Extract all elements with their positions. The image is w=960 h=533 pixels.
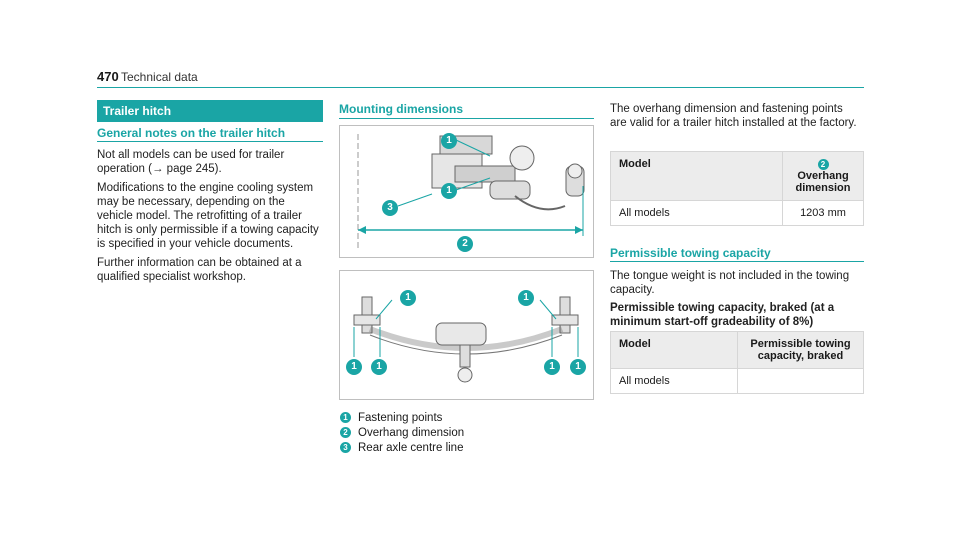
col-model-header: Model <box>610 151 783 201</box>
badge-fastening-point: 1 <box>400 290 416 306</box>
left-body: Not all models can be used for trailer o… <box>97 148 323 289</box>
towing-title: Permissible towing capacity <box>610 246 771 260</box>
overhang-intro: The overhang dimension and fastening poi… <box>610 103 857 129</box>
mounting-rule <box>339 118 594 119</box>
legend-label: Fastening points <box>358 412 443 424</box>
badge-fastening-point: 1 <box>544 359 560 375</box>
subsection-title: General notes on the trailer hitch <box>97 126 286 140</box>
side-view-figure: 1 1 3 2 <box>339 125 594 258</box>
paragraph: Modifications to the engine cooling syst… <box>97 182 319 250</box>
legend-label: Rear axle centre line <box>358 442 464 454</box>
col-towing-header: Permissible towing capacity, braked <box>737 331 864 369</box>
col-overhang-header-text: Overhang dimension <box>795 170 851 194</box>
subsection-rule <box>97 141 323 142</box>
cell-model: All models <box>610 368 738 394</box>
towing-table: Model Permissible towing capacity, brake… <box>610 331 864 394</box>
badge-fastening-point: 1 <box>441 183 457 199</box>
badge-rear-axle: 3 <box>382 200 398 216</box>
running-title: Technical data <box>121 70 198 84</box>
badge-fastening-point: 1 <box>346 359 362 375</box>
legend-item: 3 Rear axle centre line <box>340 441 595 456</box>
table-row: All models <box>610 368 864 394</box>
cell-model: All models <box>610 200 783 226</box>
badge-fastening-point: 1 <box>570 359 586 375</box>
towing-subtitle: Permissible towing capacity, braked (at … <box>610 302 835 328</box>
overhang-badge: 2 <box>817 158 829 170</box>
rear-view-drawing <box>353 296 579 383</box>
overhang-table: Model 2 Overhang dimension All models 12… <box>610 151 864 226</box>
mounting-title: Mounting dimensions <box>339 102 463 116</box>
towing-text: The tongue weight is not included in the… <box>610 270 850 296</box>
badge-fastening-point: 1 <box>371 359 387 375</box>
col-model-header: Model <box>610 331 738 369</box>
section-bar: Trailer hitch <box>97 100 323 122</box>
paragraph: Further information can be obtained at a… <box>97 257 302 283</box>
col-overhang-header: 2 Overhang dimension <box>782 151 864 201</box>
rear-view-figure: 1 1 1 1 1 1 <box>339 270 594 400</box>
legend-item: 2 Overhang dimension <box>340 426 595 441</box>
legend-badge: 2 <box>340 427 351 439</box>
legend-label: Overhang dimension <box>358 427 465 439</box>
cell-overhang-value: 1203 mm <box>782 200 864 226</box>
table-header-row: Model Permissible towing capacity, brake… <box>610 331 864 369</box>
paragraph: Not all models can be used for trailer o… <box>97 149 285 175</box>
table-header-row: Model 2 Overhang dimension <box>610 151 864 201</box>
legend-badge: 1 <box>340 412 351 424</box>
cell-towing-value <box>737 368 864 394</box>
header-rule <box>97 87 864 88</box>
table-row: All models 1203 mm <box>610 200 864 226</box>
side-view-drawing <box>357 134 585 249</box>
towing-rule <box>610 261 864 262</box>
legend-badge: 3 <box>340 442 351 454</box>
page-number: 470 <box>97 69 119 84</box>
badge-fastening-point: 1 <box>518 290 534 306</box>
legend-item: 1 Fastening points <box>340 411 595 426</box>
badge-overhang: 2 <box>457 236 473 252</box>
badge-fastening-point: 1 <box>441 133 457 149</box>
